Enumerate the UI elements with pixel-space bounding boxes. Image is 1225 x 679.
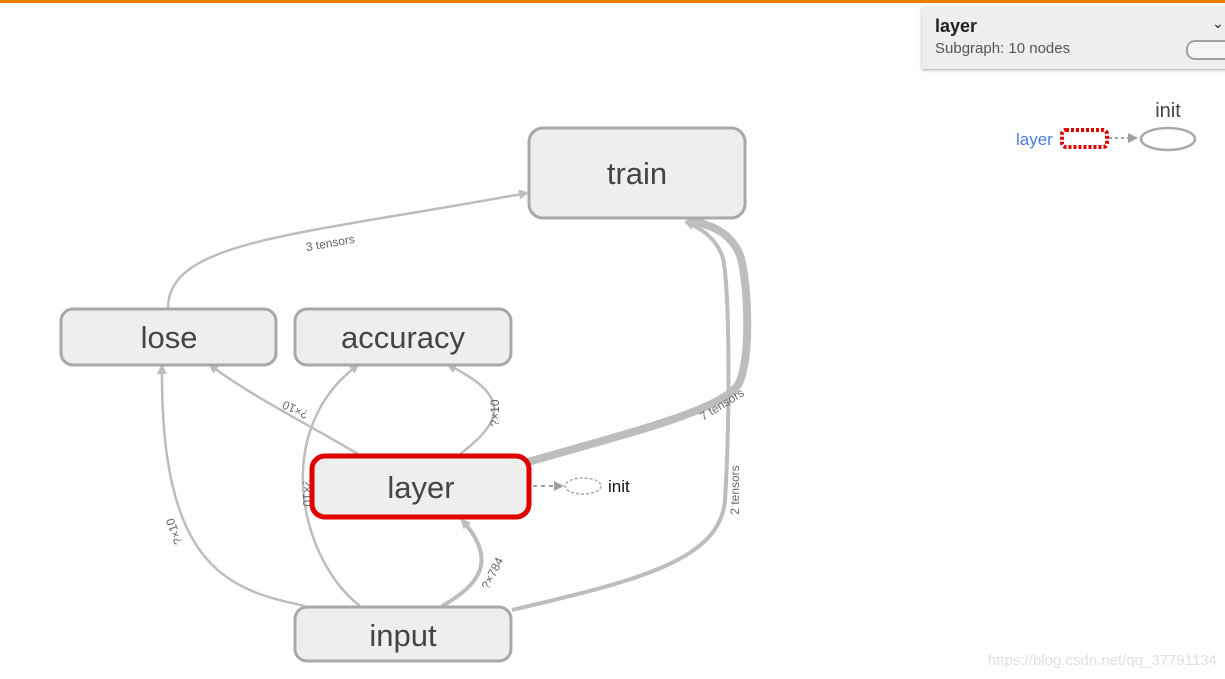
info-card-title: layer — [935, 16, 978, 36]
node-init-aux-label: init — [608, 477, 630, 496]
minimap-layer-label: layer — [1016, 130, 1053, 149]
edge-label-lose-train: 3 tensors — [305, 232, 356, 254]
edge-layer-accuracy — [446, 363, 496, 455]
edge-label-input-train: 2 tensors — [728, 465, 742, 514]
node-lose[interactable]: lose — [59, 307, 278, 367]
edge-input-lose — [156, 364, 306, 608]
node-layer-label: layer — [387, 470, 454, 505]
minimap-init-node — [1139, 126, 1197, 152]
minimap-layer-node — [1060, 128, 1109, 149]
edge-layer-lose — [208, 363, 359, 456]
node-train-label: train — [607, 156, 667, 191]
edge-input-train — [511, 220, 731, 612]
edge-lose-train — [166, 189, 529, 309]
chevron-down-icon[interactable]: ⌄ — [1212, 15, 1224, 31]
edge-input-layer — [441, 518, 484, 608]
node-input-label: input — [369, 618, 437, 653]
edge-label-layer-accuracy: ?×10 — [488, 399, 502, 426]
node-layer[interactable]: layer — [309, 453, 532, 520]
node-train[interactable]: train — [527, 126, 747, 220]
minimap: layer init — [1016, 100, 1197, 152]
expand-toggle[interactable] — [1186, 40, 1225, 60]
edge-input-accuracy — [301, 363, 361, 607]
node-input[interactable]: input — [293, 605, 513, 663]
watermark: https://blog.csdn.net/qq_37791134 — [987, 652, 1217, 669]
top-accent-bar — [0, 0, 1225, 3]
info-card-subtitle: Subgraph: 10 nodes — [935, 40, 1071, 57]
node-lose-label: lose — [141, 320, 198, 355]
node-accuracy-label: accuracy — [341, 320, 466, 355]
edge-layer-train — [526, 216, 752, 466]
edge-label-input-lose: ?×10 — [163, 516, 186, 546]
edge-label-layer-lose: ?×10 — [280, 397, 311, 421]
node-init-aux[interactable]: init — [564, 477, 630, 496]
node-info-card[interactable]: layer Subgraph: 10 nodes ⌄ — [922, 7, 1225, 69]
minimap-init-label: init — [1155, 100, 1181, 122]
node-accuracy[interactable]: accuracy — [293, 307, 513, 367]
